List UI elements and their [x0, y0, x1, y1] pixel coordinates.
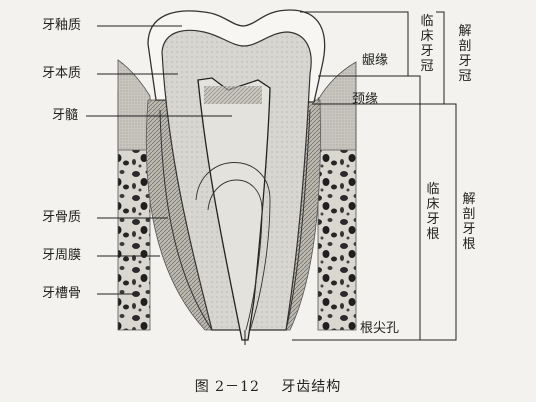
label-periodontal-ligament: 牙周膜	[42, 248, 82, 263]
label-clinical-root: 临床牙根	[426, 182, 440, 242]
label-cementum: 牙骨质	[42, 210, 82, 225]
caption-title: 牙齿结构	[281, 379, 342, 395]
root-inner-curve-2	[207, 179, 263, 331]
label-anatomical-crown: 解剖牙冠	[458, 24, 472, 84]
pulp-chamber-hatch	[204, 86, 262, 104]
bracket-clinical-root	[408, 75, 421, 341]
bracket-anatomical-crown	[436, 11, 445, 105]
label-alveolar-bone: 牙槽骨	[42, 286, 82, 301]
label-anatomical-root: 解剖牙根	[462, 192, 476, 252]
label-gingival-margin: 龈缘	[362, 53, 389, 68]
figure-caption: 图 2－12 牙齿结构	[0, 376, 536, 396]
caption-number: 图 2－12	[194, 379, 260, 395]
bracket-anatomical-root	[446, 103, 457, 341]
label-enamel: 牙釉质	[42, 18, 82, 33]
cementum-line-right	[285, 109, 311, 331]
cementum-line-left	[159, 109, 213, 331]
label-dentin: 牙本质	[42, 66, 82, 81]
label-cervical-line: 颈缘	[352, 92, 379, 107]
root-inner-curve	[195, 162, 271, 331]
gingiva-left	[117, 59, 151, 151]
bracket-clinical-crown	[400, 11, 409, 77]
pulp	[197, 77, 271, 341]
label-pulp: 牙髓	[52, 108, 79, 123]
label-apical-foramen: 根尖孔	[360, 321, 400, 336]
gingiva-right	[317, 61, 357, 151]
label-clinical-crown: 临床牙冠	[420, 14, 434, 74]
